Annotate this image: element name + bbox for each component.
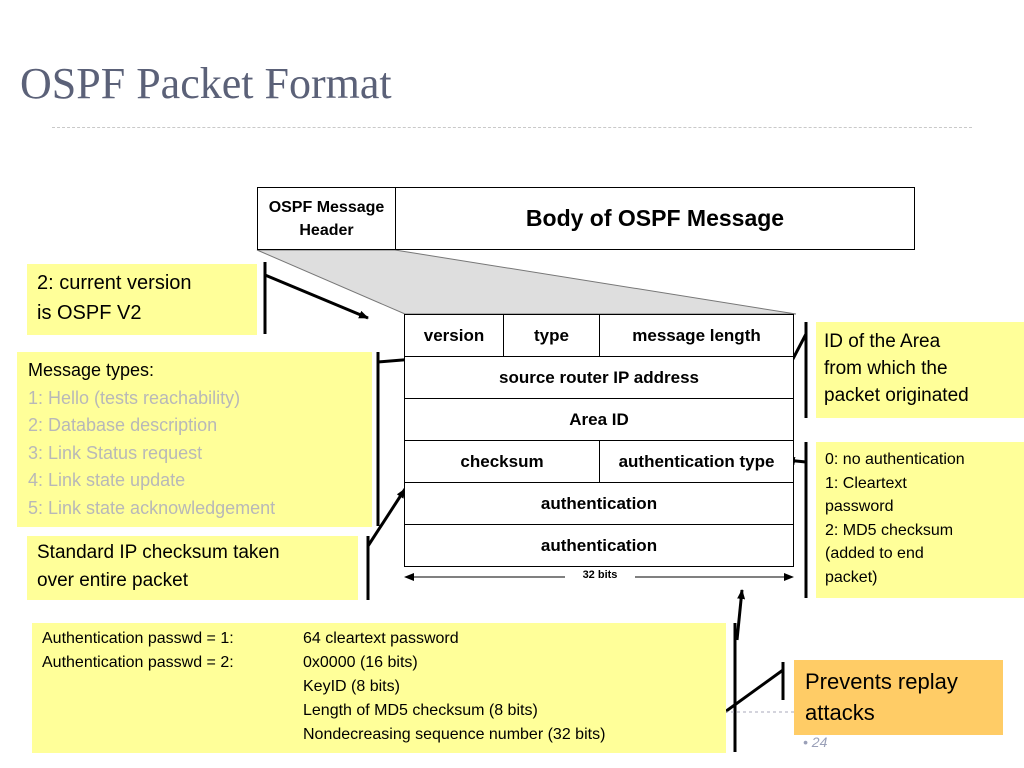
title-divider — [52, 127, 972, 128]
auth-passwd-value: 0x0000 (16 bits) — [303, 654, 418, 671]
replay-note: Prevents replay attacks — [794, 660, 1003, 735]
auth-passwd-value: KeyID (8 bits) — [303, 678, 400, 695]
field-authentication-2: authentication — [404, 524, 794, 567]
arrow-to-version — [264, 273, 369, 320]
message-types-heading: Message types: — [28, 360, 155, 380]
area-id-note: ID of the Area from which the packet ori… — [816, 322, 1024, 418]
auth-passwd-value: Length of MD5 checksum (8 bits) — [303, 702, 538, 719]
auth-passwd-label-2: Authentication passwd = 2: — [42, 654, 234, 671]
page-number: • 24 — [803, 734, 828, 750]
width-label: 32 bits — [565, 569, 635, 581]
ospf-header-box: OSPF Message Header — [257, 187, 396, 250]
arrow-to-checksum — [366, 488, 407, 547]
field-source-router: source router IP address — [404, 356, 794, 399]
version-note-line2: is OSPF V2 — [37, 302, 142, 324]
area-note-line3: packet originated — [824, 385, 969, 406]
ospf-body-box: Body of OSPF Message — [395, 187, 915, 250]
auth-type-note-line: (added to end — [825, 545, 924, 562]
area-note-line1: ID of the Area — [824, 331, 941, 352]
message-type-item: 5: Link state acknowledgement — [28, 497, 276, 518]
auth-passwd-value: Nondecreasing sequence number (32 bits) — [303, 726, 606, 743]
checksum-note-line1: Standard IP checksum taken — [37, 542, 280, 563]
auth-type-note-line: 1: Cleartext — [825, 474, 907, 492]
replay-note-line1: Prevents replay — [805, 669, 958, 694]
field-authentication-1: authentication — [404, 482, 794, 525]
version-note: 2: current version is OSPF V2 — [27, 264, 257, 335]
ospf-header-line2: Header — [299, 221, 354, 239]
field-version: version — [404, 314, 504, 357]
page-title: OSPF Packet Format — [20, 59, 392, 108]
field-area-id: Area ID — [404, 398, 794, 441]
area-note-line2: from which the — [824, 358, 948, 379]
auth-type-note-line: 2: MD5 checksum — [825, 521, 954, 539]
message-types-note: Message types: 1: Hello (tests reachabil… — [17, 352, 372, 527]
message-type-item: 2: Database description — [28, 415, 218, 435]
version-note-line1: 2: current version — [37, 272, 192, 294]
auth-passwd-label-1: Authentication passwd = 1: — [42, 630, 234, 647]
field-authentication-type: authentication type — [599, 440, 794, 483]
auth-passwd-value: 64 cleartext password — [303, 630, 459, 647]
message-type-item: 3: Link Status request — [28, 442, 203, 463]
replay-note-line2: attacks — [805, 700, 875, 725]
auth-type-note: 0: no authentication 1: Cleartext passwo… — [816, 442, 1024, 598]
checksum-note: Standard IP checksum taken over entire p… — [27, 536, 358, 600]
message-type-item: 4: Link state update — [28, 470, 186, 490]
auth-passwd-note: Authentication passwd = 1: Authenticatio… — [32, 623, 726, 753]
field-message-length: message length — [599, 314, 794, 357]
checksum-note-line2: over entire packet — [37, 570, 189, 591]
arrow-to-authentication — [735, 589, 746, 641]
page-number-value: 24 — [811, 734, 828, 750]
auth-type-note-line: password — [825, 498, 894, 515]
field-checksum: checksum — [404, 440, 600, 483]
zoom-projection — [256, 249, 797, 315]
field-type: type — [503, 314, 600, 357]
ospf-header-line1: OSPF Message — [268, 198, 385, 216]
auth-type-note-line: packet) — [825, 568, 878, 586]
auth-type-note-line: 0: no authentication — [825, 451, 965, 468]
message-type-item: 1: Hello (tests reachability) — [28, 387, 241, 408]
